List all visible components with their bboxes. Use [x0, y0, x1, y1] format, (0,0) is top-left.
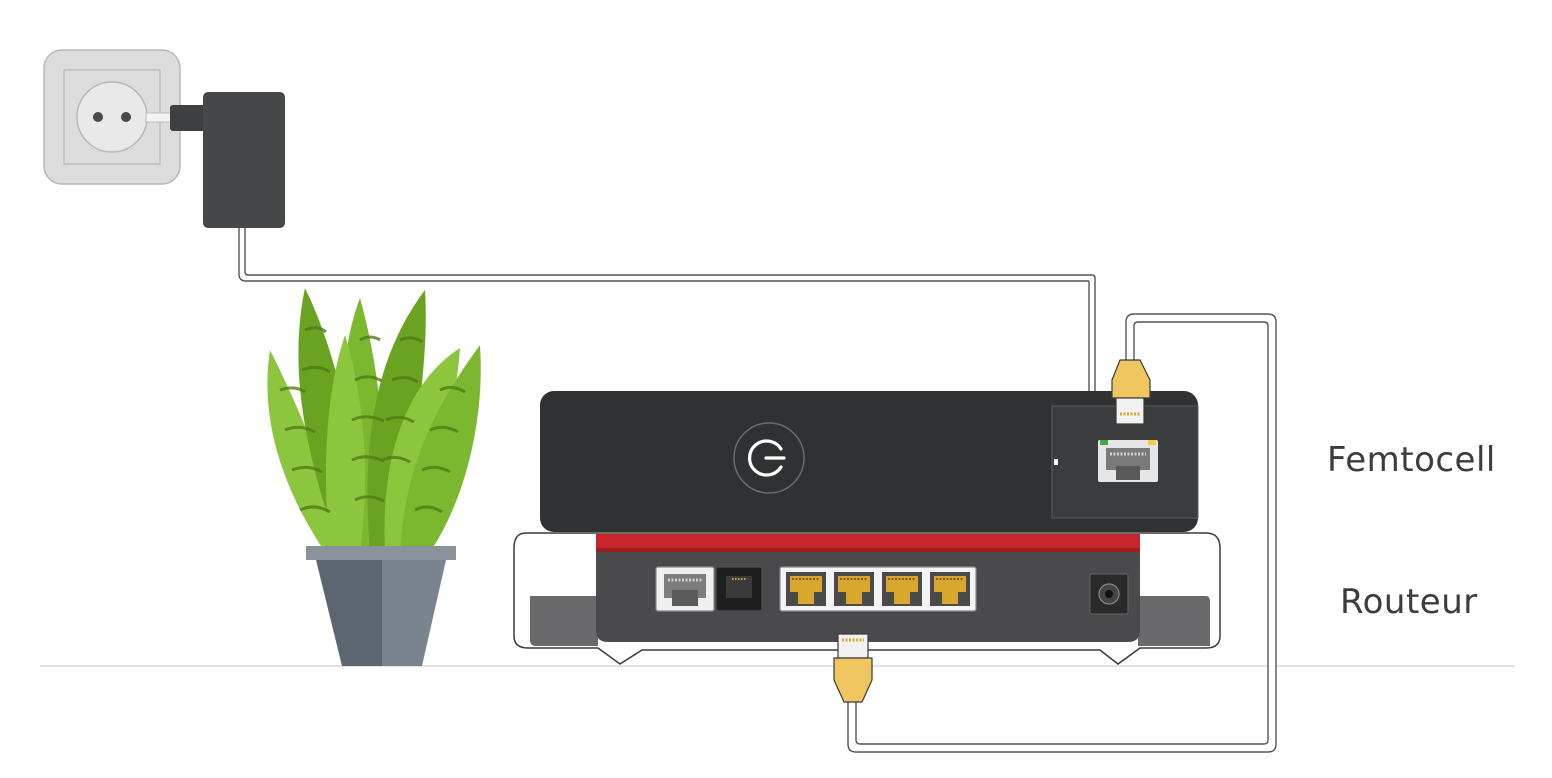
- ethernet-cable: [833, 313, 1277, 753]
- power-adapter-icon: [145, 92, 285, 228]
- power-icon: [747, 439, 786, 477]
- plant-icon: [267, 288, 481, 666]
- ethernet-port: [1098, 440, 1158, 482]
- dsl-port: [655, 566, 715, 612]
- femtocell-label: Femtocell: [1327, 440, 1496, 480]
- lan-port-3: [882, 572, 922, 606]
- femtocell-device: [540, 391, 1199, 532]
- power-jack: [1089, 573, 1129, 615]
- lan-port-1: [786, 572, 826, 606]
- wall-outlet-icon: [43, 49, 181, 185]
- phone-port: [715, 566, 763, 612]
- routeur-label: Routeur: [1340, 582, 1478, 622]
- lan-port-2: [834, 572, 874, 606]
- router-device: [513, 532, 1221, 665]
- lan-port-4: [930, 572, 970, 606]
